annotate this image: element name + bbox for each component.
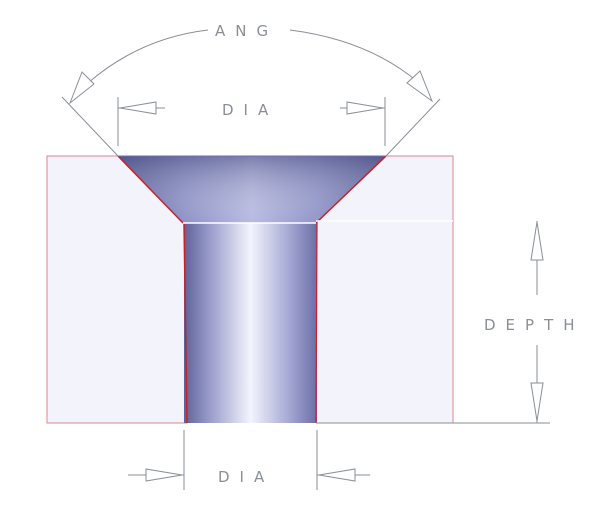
depth-arrow-down	[530, 382, 544, 422]
depth-arrow-up	[530, 221, 544, 261]
bore-cylinder	[183, 220, 453, 424]
top-diameter-dimension: DIA	[117, 97, 386, 146]
bottom-dia-arrow-left	[145, 468, 183, 482]
bottom-dia-arrow-right	[318, 468, 356, 482]
part-outline	[46, 155, 187, 424]
cone-edge-right	[315, 155, 387, 224]
part-block-top-left	[47, 156, 183, 223]
angle-dimension: ANG	[61, 22, 441, 157]
angle-extension-left	[61, 96, 119, 157]
top-diameter-label: DIA	[222, 101, 278, 119]
bore-edge-right	[315, 222, 318, 424]
angle-label: ANG	[215, 22, 278, 40]
depth-label: DEPTH	[484, 316, 585, 334]
bore-edge-left	[183, 222, 188, 424]
cone-edge-left	[117, 155, 184, 224]
angle-arrow-left	[68, 71, 95, 105]
top-dia-arrow-left	[119, 101, 157, 115]
angle-arc-right	[289, 29, 419, 83]
bottom-diameter-label: DIA	[218, 468, 274, 486]
depth-dimension: DEPTH	[316, 221, 585, 424]
bottom-diameter-dimension: DIA	[128, 430, 370, 490]
top-dia-arrow-right	[346, 101, 384, 115]
countersink-cone	[117, 155, 387, 224]
angle-arrow-right	[406, 70, 434, 103]
angle-extension-right	[385, 98, 441, 157]
angle-arc-left	[87, 29, 209, 84]
part-block-top-right	[316, 156, 453, 223]
